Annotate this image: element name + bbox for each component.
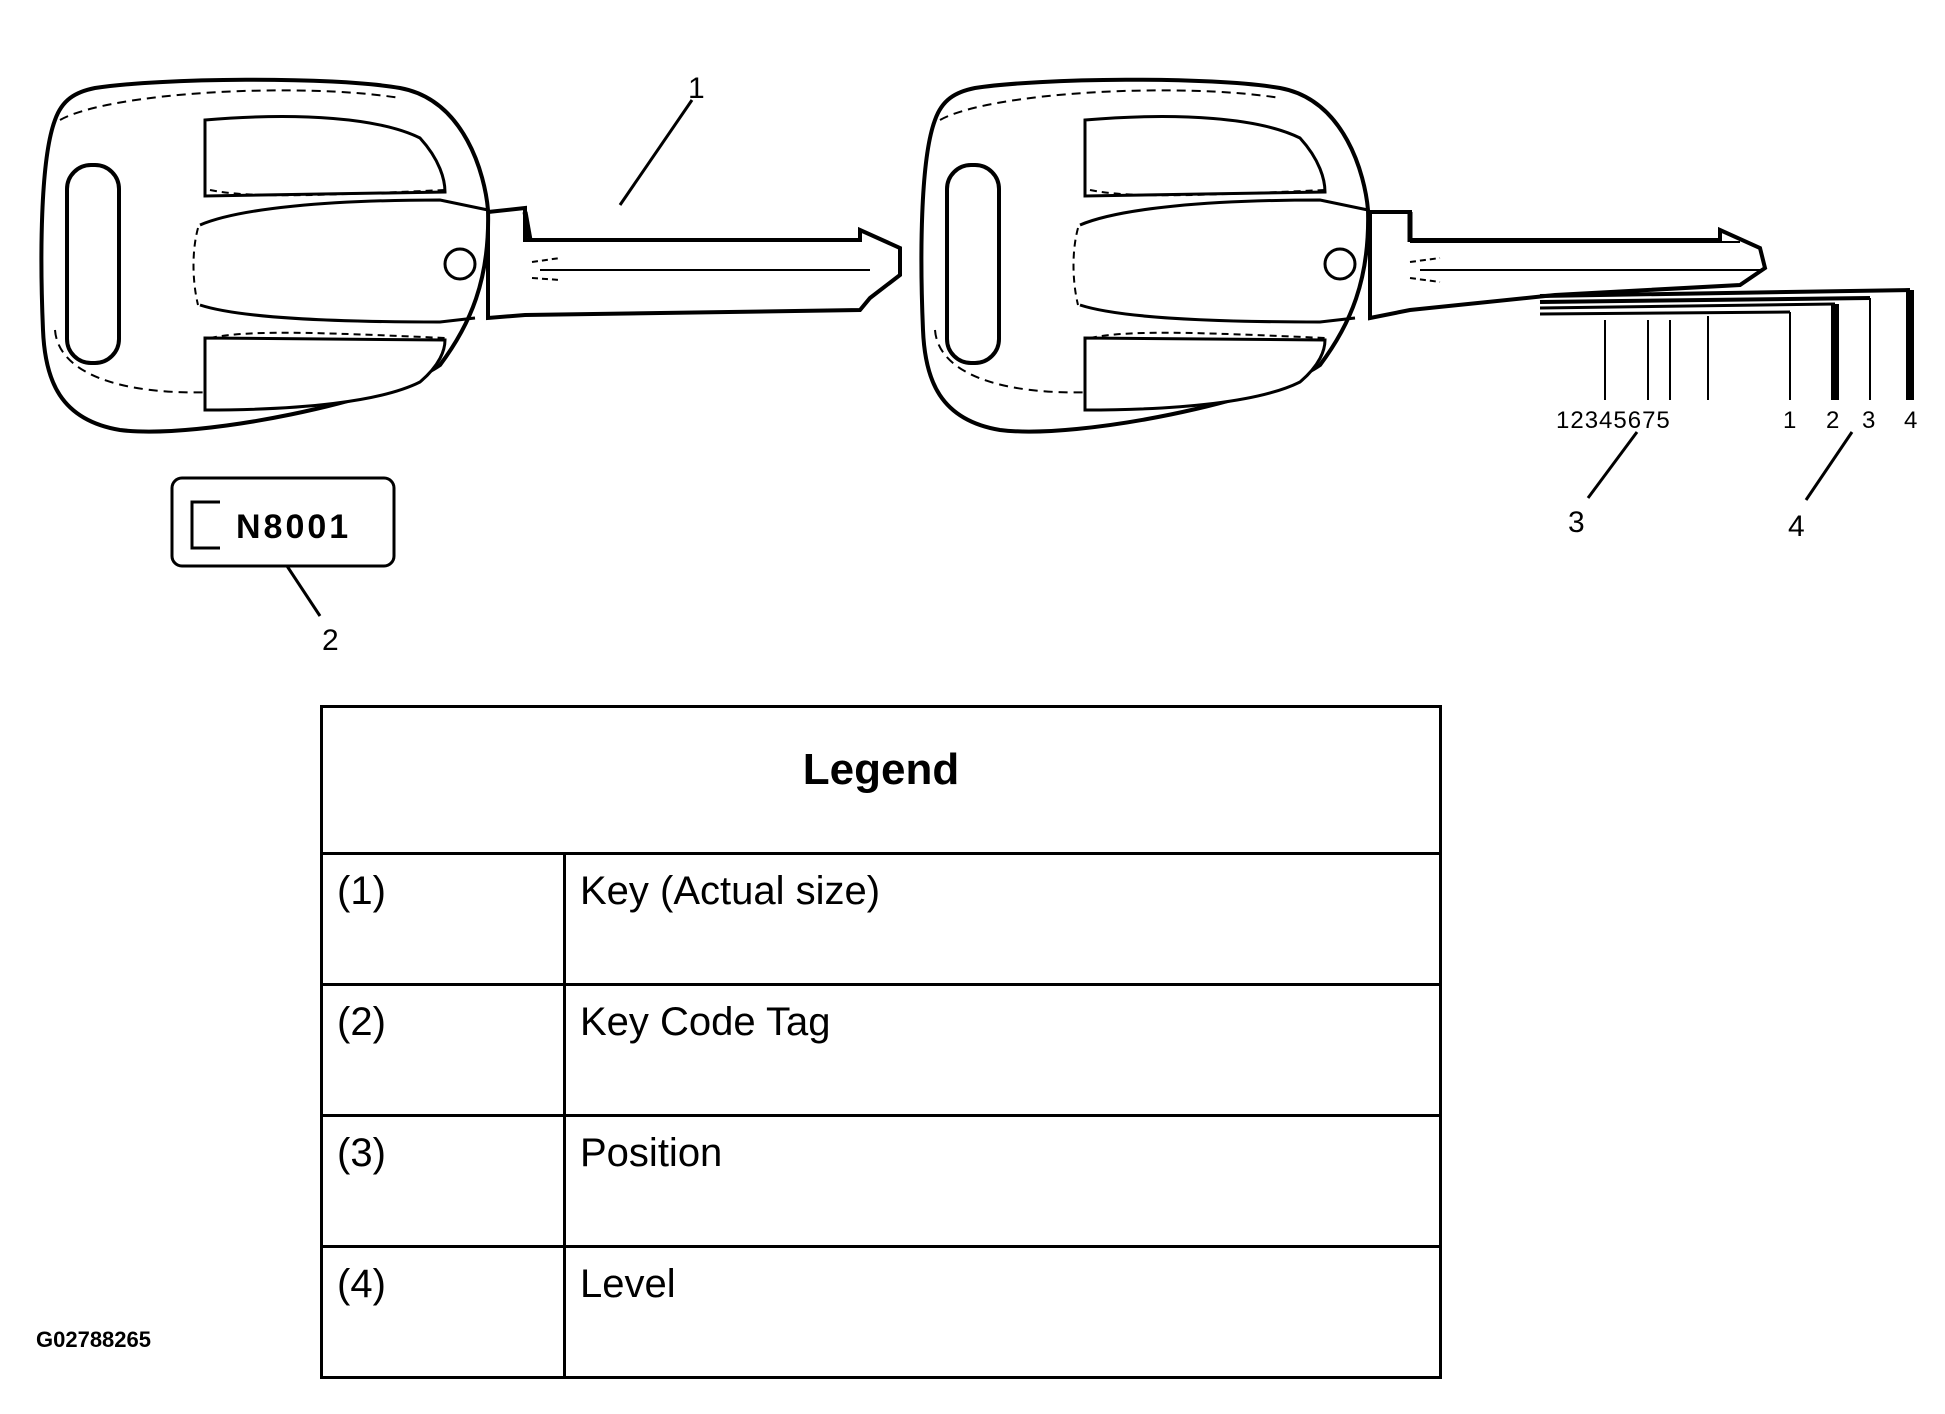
legend-number: (3) <box>320 1114 566 1248</box>
level-scale-2: 2 <box>1826 407 1840 434</box>
level-scale-3: 3 <box>1862 407 1876 434</box>
key-cut-diagram <box>919 77 1914 434</box>
callout-2: 2 <box>322 624 339 657</box>
legend-label: Level <box>563 1245 1442 1379</box>
level-scale-4: 4 <box>1904 407 1918 434</box>
table-row: (2) Key Code Tag <box>320 983 1442 1117</box>
callout-3: 3 <box>1568 506 1585 539</box>
legend-header-row: Legend <box>320 705 1442 855</box>
figure-code: G02788265 <box>36 1327 151 1352</box>
legend-label: Key (Actual size) <box>563 852 1442 986</box>
key-code-tag-text: N8001 <box>236 508 351 546</box>
legend-label: Position <box>563 1114 1442 1248</box>
position-scale: 12345675 <box>1556 407 1671 434</box>
key-actual-size <box>39 77 902 434</box>
leader-line-2 <box>285 565 322 617</box>
level-scale-1: 1 <box>1783 407 1797 434</box>
legend-number: (4) <box>320 1245 566 1379</box>
legend-table: Legend (1) Key (Actual size) (2) Key Cod… <box>320 705 1442 1379</box>
key-code-tag: N8001 <box>170 476 396 568</box>
callout-1: 1 <box>688 72 705 105</box>
callout-4: 4 <box>1788 510 1805 543</box>
table-row: (3) Position <box>320 1114 1442 1248</box>
leader-line-1 <box>618 99 694 206</box>
legend-label: Key Code Tag <box>563 983 1442 1117</box>
legend-number: (2) <box>320 983 566 1117</box>
legend-number: (1) <box>320 852 566 986</box>
leader-line-4 <box>1804 431 1854 501</box>
leader-line-3 <box>1586 431 1639 499</box>
table-row: (4) Level <box>320 1245 1442 1379</box>
legend-title: Legend <box>320 705 1442 855</box>
key-diagram: 1 N8001 2 12345675 1 2 3 4 <box>39 72 1918 657</box>
table-row: (1) Key (Actual size) <box>320 852 1442 986</box>
